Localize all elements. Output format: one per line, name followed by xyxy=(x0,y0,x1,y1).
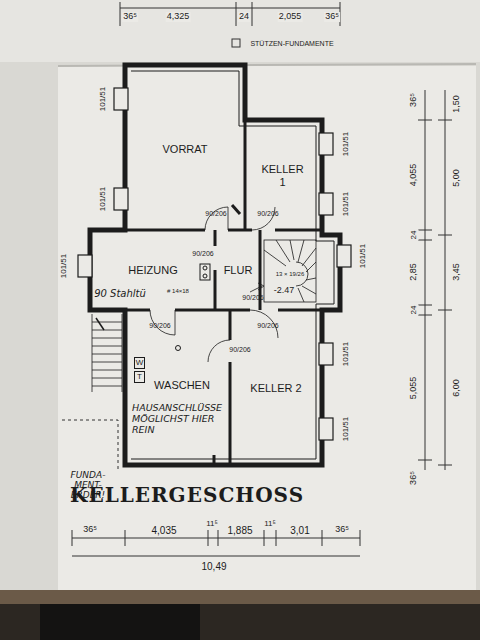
window-size: 101/51 xyxy=(342,342,351,366)
appliance-letter: T xyxy=(137,372,142,381)
dimension: 2,055 xyxy=(278,12,303,22)
door-size: 90/206 xyxy=(257,210,278,218)
dimension: 36⁵ xyxy=(409,92,419,108)
dimension: 24 xyxy=(238,12,250,22)
window-size: 101/51 xyxy=(99,87,108,111)
handwritten-note: HAUSANSCHLÜSSE MÖGLICHST HIER REIN xyxy=(132,403,224,436)
annotation: 13 × 19/26 xyxy=(276,271,305,278)
room: VORRAT xyxy=(131,71,239,227)
door-size: 90/206 xyxy=(242,294,263,302)
appliance-box: T xyxy=(134,371,145,383)
dimension: 5,00 xyxy=(452,168,462,188)
dimension: 4,325 xyxy=(166,12,191,22)
window-size: 101/51 xyxy=(342,132,351,156)
dimension: 24 xyxy=(410,230,419,241)
room: WASCHEN HAUSANSCHLÜSSE MÖGLICHST HIER REI… xyxy=(128,313,228,463)
dimension: 10,49 xyxy=(200,561,227,572)
door-size: 90/206 xyxy=(257,322,278,330)
window-size: 101/51 xyxy=(342,192,351,216)
room-name: VORRAT xyxy=(162,143,207,156)
room-name: KELLER 2 xyxy=(250,382,301,395)
annotation: -2.47 xyxy=(274,286,295,296)
door-size: 90/206 xyxy=(205,210,226,218)
dimension: 11⁵ xyxy=(263,520,277,529)
dimension: 36⁵ xyxy=(82,525,98,535)
dimension: 1,50 xyxy=(452,94,462,114)
dimension: 36⁵ xyxy=(324,12,340,22)
handwritten-note: 90 Stahltü xyxy=(94,288,146,299)
door-size: 90/206 xyxy=(149,322,170,330)
dimension: 36⁵ xyxy=(122,12,138,22)
window-size: 101/51 xyxy=(99,187,108,211)
room-name: FLUR xyxy=(224,264,253,277)
room: KELLER 2 xyxy=(233,313,319,463)
plan-title: KELLERGESCHOSS xyxy=(70,484,304,506)
annotation: # 14×18 xyxy=(167,288,189,295)
appliance-letter: W xyxy=(136,358,144,367)
dimension: 6,00 xyxy=(452,378,462,398)
dimension: 3,01 xyxy=(289,525,310,536)
dimension: 11⁵ xyxy=(205,520,219,529)
dimension: 4,055 xyxy=(409,163,419,188)
dimension: 5,055 xyxy=(409,376,419,401)
room-name: KELLER 1 xyxy=(260,163,306,188)
window-size: 101/51 xyxy=(359,244,368,268)
window-size: 101/51 xyxy=(60,254,69,278)
dimension: 2,85 xyxy=(409,262,419,282)
appliance-box: W xyxy=(134,357,145,369)
annotation: STÜTZEN-FUNDAMENTE xyxy=(250,40,333,48)
door-size: 90/206 xyxy=(192,250,213,258)
room-name: HEIZUNG xyxy=(128,264,178,277)
room-name: WASCHEN xyxy=(142,379,222,392)
dimension: 36⁵ xyxy=(334,525,350,535)
dimension: 1,885 xyxy=(226,525,253,536)
dimension: 36⁵ xyxy=(409,470,419,486)
dimension: 3,45 xyxy=(452,262,462,282)
dimension: 24 xyxy=(410,305,419,316)
dimension: 4,035 xyxy=(150,525,177,536)
window-size: 101/51 xyxy=(342,417,351,441)
door-size: 90/206 xyxy=(229,346,250,354)
